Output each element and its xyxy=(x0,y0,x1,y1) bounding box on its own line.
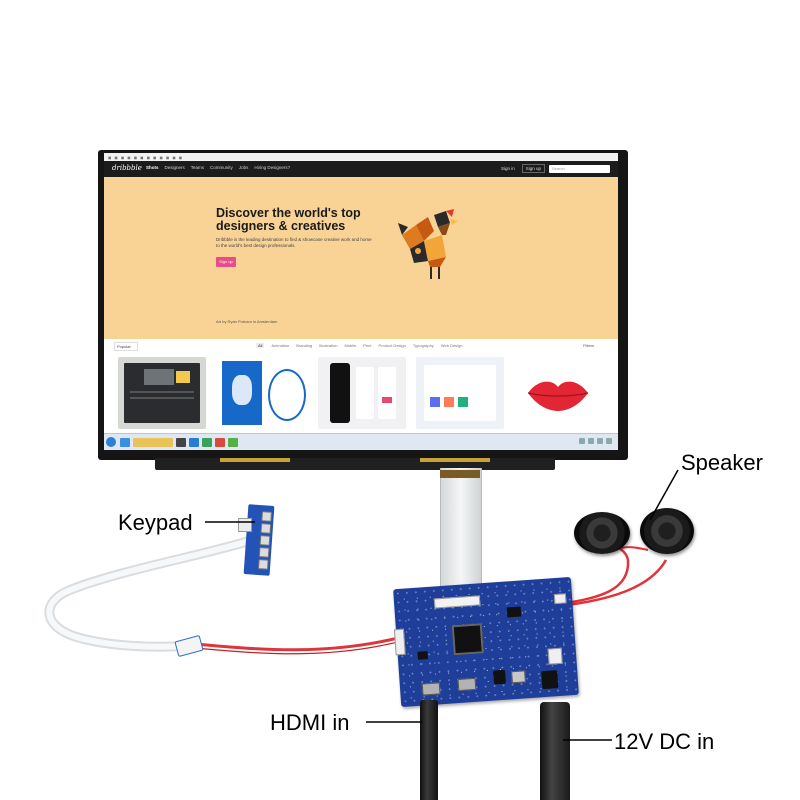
tab-all[interactable]: All xyxy=(256,343,265,348)
dc-in-label: 12V DC in xyxy=(614,729,715,754)
start-button-icon[interactable] xyxy=(106,437,116,447)
tray-icon[interactable] xyxy=(588,438,594,444)
shot-thumbnail[interactable] xyxy=(118,357,206,429)
hero-signup-button[interactable]: Sign up xyxy=(216,257,236,267)
shot-thumbnail[interactable] xyxy=(514,357,602,429)
rooster-illustration xyxy=(398,209,458,279)
nav-actions: Sign in Sign up Search xyxy=(498,164,610,173)
tray-icon[interactable] xyxy=(579,438,585,444)
os-taskbar xyxy=(104,433,618,450)
fpc-stiffener xyxy=(440,470,480,478)
fpc-ribbon-cable xyxy=(440,468,482,598)
shots-grid xyxy=(104,353,618,433)
hero-title: Discover the world's top designers & cre… xyxy=(216,206,361,233)
nav-item-jobs[interactable]: Jobs xyxy=(238,165,249,170)
tab-illustration[interactable]: Illustration xyxy=(319,343,338,348)
hdmi-in-label: HDMI in xyxy=(270,710,350,735)
tab-animation[interactable]: Animation xyxy=(271,343,290,348)
app-icon[interactable] xyxy=(228,438,238,447)
tab-product-design[interactable]: Product Design xyxy=(378,343,406,348)
keypad-label: Keypad xyxy=(118,510,193,535)
filters-button[interactable]: Filters xyxy=(583,343,594,348)
hero-banner: Discover the world's top designers & cre… xyxy=(104,177,618,339)
search-input[interactable]: Search xyxy=(549,164,610,173)
speaker-left xyxy=(574,512,630,554)
speaker-callout-line xyxy=(649,469,679,521)
nav-item-designers[interactable]: Designers xyxy=(164,165,185,170)
nav-menu: Shots Designers Teams Community Jobs Hir… xyxy=(146,165,290,170)
site-navbar: dribbble Shots Designers Teams Community… xyxy=(104,161,618,177)
tab-typography[interactable]: Typography xyxy=(412,343,434,348)
tray-icon[interactable] xyxy=(597,438,603,444)
shot-thumbnail[interactable] xyxy=(318,357,406,429)
hero-subtitle: Dribbble is the leading destination to f… xyxy=(216,237,372,248)
sign-in-link[interactable]: Sign in xyxy=(500,166,515,171)
hdmi-cable-plug xyxy=(420,700,438,800)
site-logo[interactable]: dribbble xyxy=(112,164,142,172)
speaker-label: Speaker xyxy=(681,450,763,475)
dc-power-plug xyxy=(540,702,570,800)
app-icon[interactable] xyxy=(189,438,199,447)
speaker-right xyxy=(640,508,694,554)
system-tray xyxy=(579,438,612,444)
nav-item-hiring[interactable]: Hiring Designers? xyxy=(254,165,291,170)
tab-print[interactable]: Print xyxy=(363,343,372,348)
lcd-screen: ◼ ◼ ◼ ◼ ◼ ◼ ◼ ◼ ◼ ◼ ◼ ◼ dribbble Shots D… xyxy=(104,153,618,450)
nav-item-shots[interactable]: Shots xyxy=(146,165,159,170)
tab-mobile[interactable]: Mobile xyxy=(344,343,357,348)
tray-icon[interactable] xyxy=(606,438,612,444)
sign-up-button[interactable]: Sign up xyxy=(521,164,545,173)
shot-thumbnail[interactable] xyxy=(218,357,306,429)
keypad-red-cable xyxy=(195,634,407,652)
nav-item-community[interactable]: Community xyxy=(210,165,233,170)
browser-bookmarks: ◼ ◼ ◼ ◼ ◼ ◼ ◼ ◼ ◼ ◼ ◼ ◼ xyxy=(108,155,184,160)
nav-item-teams[interactable]: Teams xyxy=(190,165,205,170)
lips-illustration xyxy=(527,381,589,411)
taskbar-apps xyxy=(120,438,238,447)
browser-icon[interactable] xyxy=(120,438,130,447)
shot-thumbnail[interactable] xyxy=(416,357,504,429)
gold-contacts xyxy=(220,458,290,462)
tab-web-design[interactable]: Web Design xyxy=(440,343,463,348)
app-icon[interactable] xyxy=(176,438,186,447)
gold-contacts xyxy=(420,458,490,462)
app-icon[interactable] xyxy=(202,438,212,447)
app-icon[interactable] xyxy=(215,438,225,447)
category-tabs: All Animation Branding Illustration Mobi… xyxy=(256,343,463,348)
tab-branding[interactable]: Branding xyxy=(296,343,313,348)
hero-credit: Art by Ryan Putnam in Amsterdam xyxy=(216,319,278,324)
popular-dropdown[interactable]: Popular xyxy=(114,342,138,351)
folder-icon[interactable] xyxy=(133,438,173,447)
